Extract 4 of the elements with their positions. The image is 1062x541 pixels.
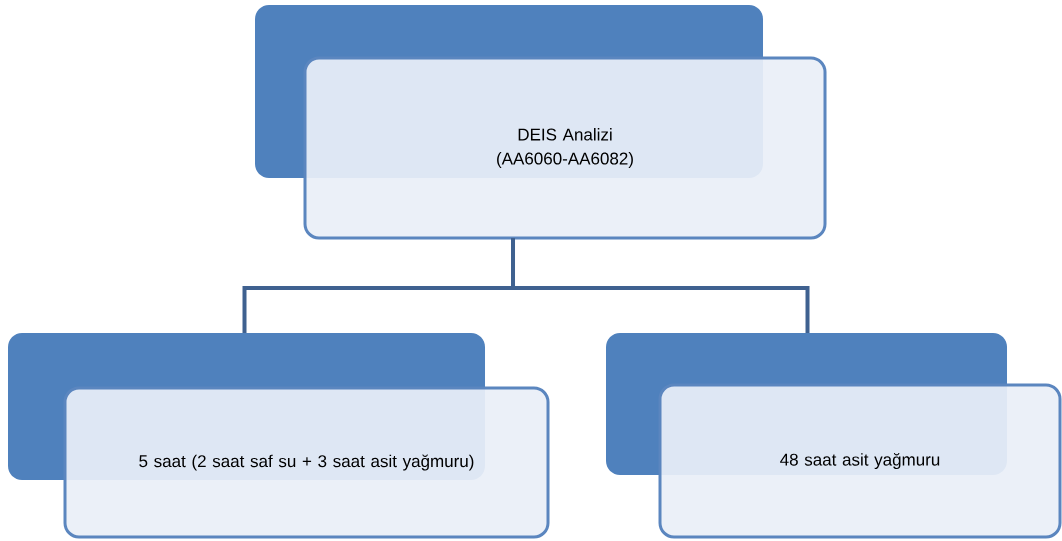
process-box: 48 saat asit yağmuru xyxy=(606,333,1062,539)
connector-line xyxy=(511,238,810,333)
process-box: DEIS Analizi (AA6060-AA6082) xyxy=(255,5,827,240)
process-box: 5 saat (2 saat saf su + 3 saat asit yağmuru) xyxy=(8,333,550,539)
